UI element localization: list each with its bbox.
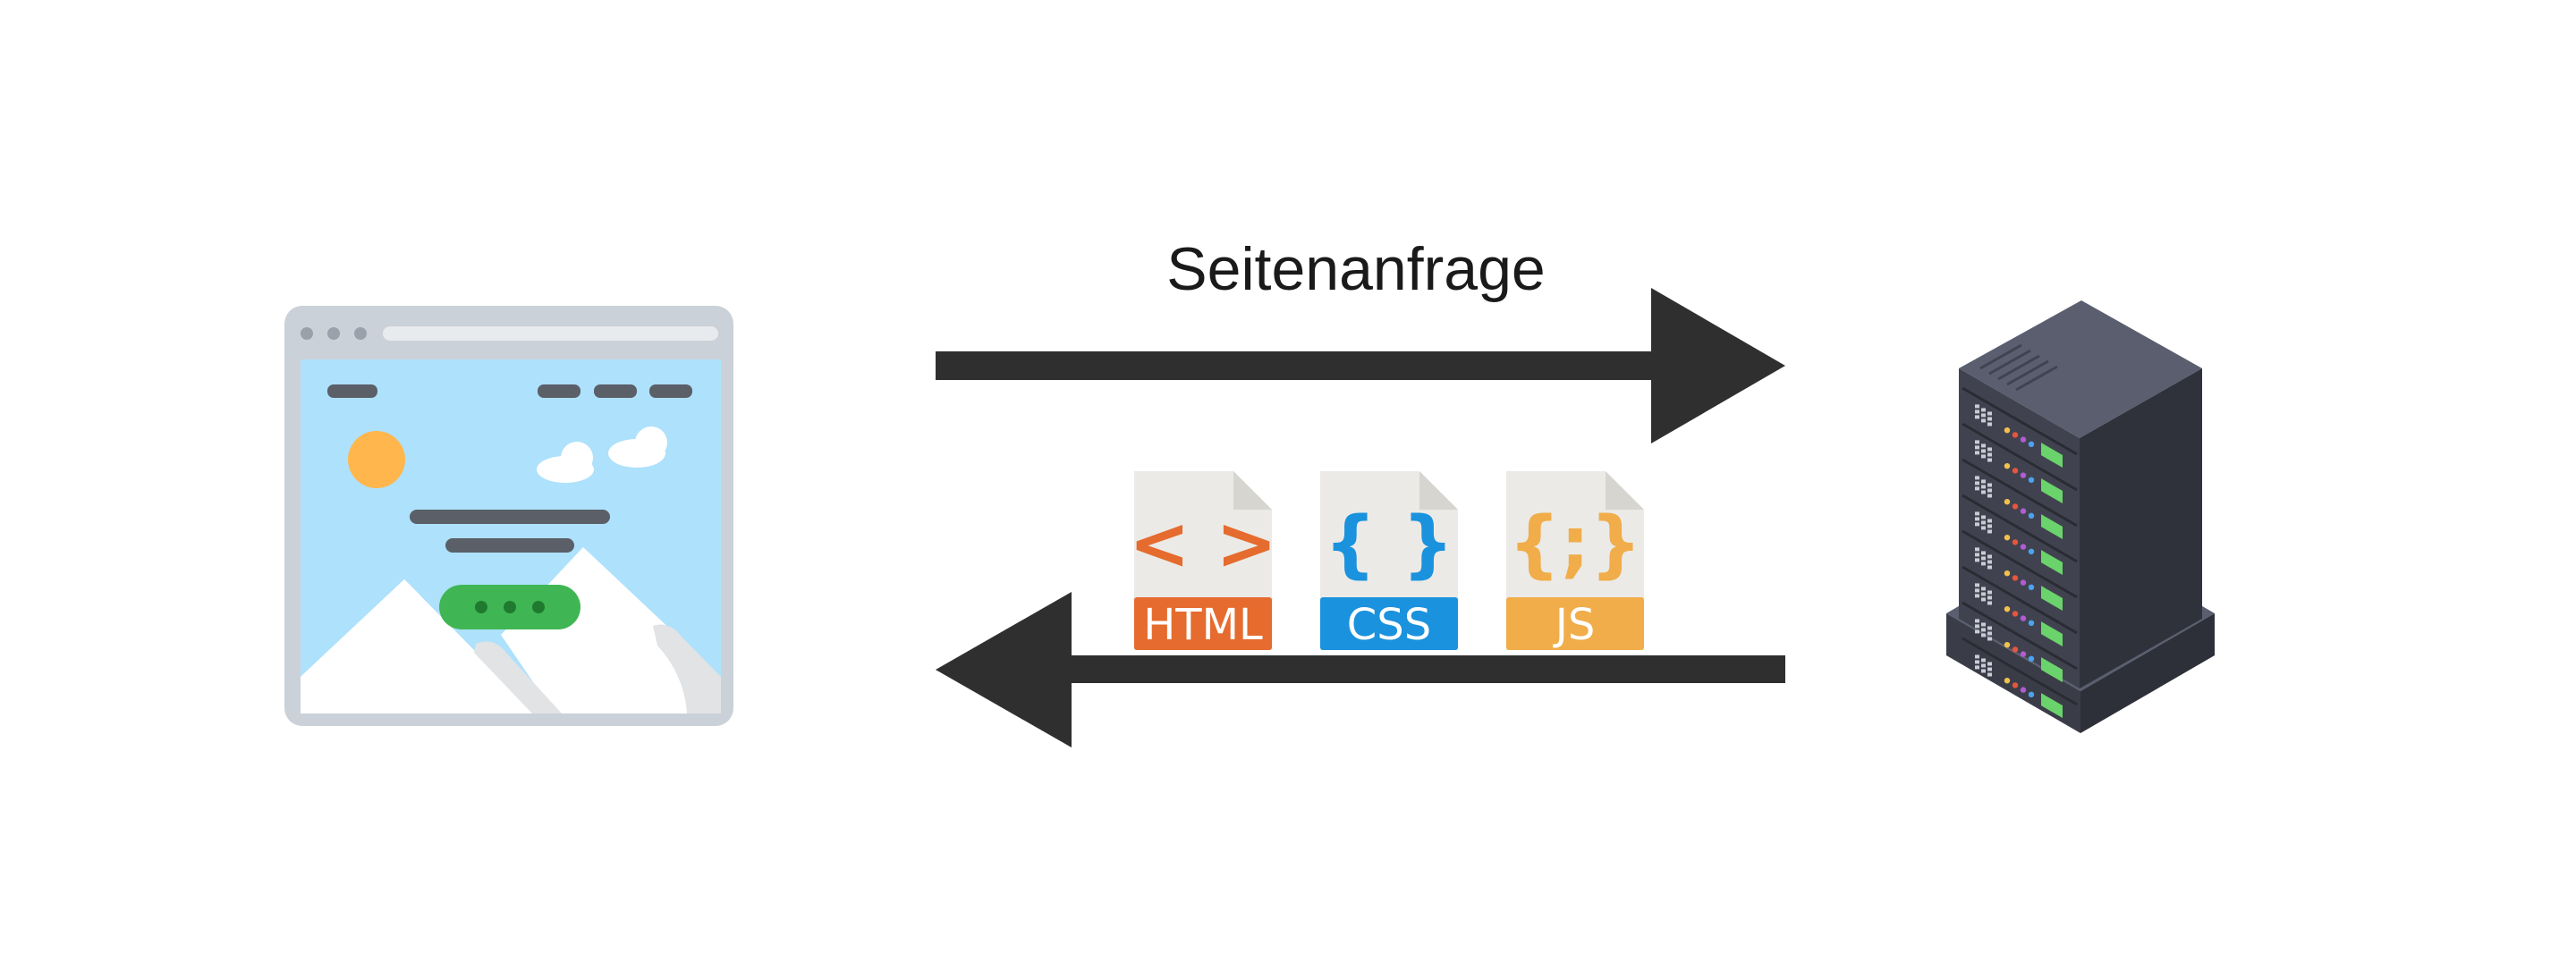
cloud-icon	[537, 426, 667, 483]
file-glyph: {;}	[1508, 502, 1642, 587]
rack-units	[1962, 386, 2078, 719]
window-dot-icon	[354, 327, 367, 340]
request-arrow	[936, 288, 1785, 443]
rack-unit	[1962, 637, 2078, 719]
response-arrow	[936, 592, 1785, 747]
file-badge: HTML	[1143, 600, 1263, 650]
address-bar	[383, 326, 718, 341]
cta-button-graphic	[439, 585, 580, 629]
rack-unit	[1962, 422, 2078, 504]
file-badge: CSS	[1347, 600, 1431, 650]
rack-unit	[1962, 458, 2078, 540]
file-glyph: < >	[1129, 502, 1277, 587]
file-glyph: { }	[1324, 502, 1453, 587]
file-badge: JS	[1553, 600, 1596, 650]
rack-unit	[1962, 386, 2078, 469]
rack-unit	[1962, 529, 2078, 612]
window-dot-icon	[327, 327, 340, 340]
rack-unit	[1962, 494, 2078, 576]
file-js-icon: JS {;}	[1506, 471, 1644, 650]
rack-unit	[1962, 565, 2078, 647]
sun-icon	[348, 431, 405, 488]
file-html-icon: HTML < >	[1129, 471, 1277, 650]
window-dot-icon	[301, 327, 313, 340]
browser-window-icon	[284, 306, 733, 726]
file-css-icon: CSS { }	[1320, 471, 1458, 650]
server-rack-icon	[1946, 300, 2215, 733]
request-label: Seitenanfrage	[1166, 235, 1545, 303]
rack-unit	[1962, 601, 2078, 683]
